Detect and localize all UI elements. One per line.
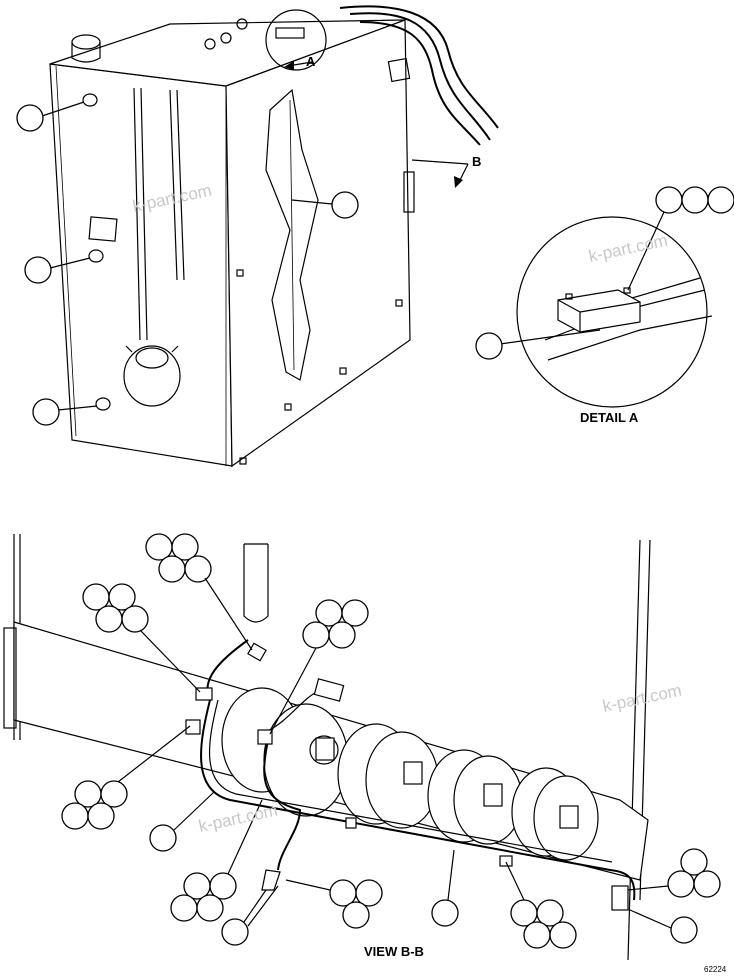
balloon-c2: [108, 583, 136, 611]
section-arrow-b: B: [411, 154, 481, 188]
sight-gauge: [265, 88, 319, 381]
port-upper: [82, 93, 98, 107]
balloon-group-detail-2: [681, 186, 709, 214]
balloon-k4: [549, 921, 577, 949]
balloon-j: [431, 899, 459, 927]
balloon-group-detail-3: [707, 186, 734, 214]
balloon-b3: [158, 555, 186, 583]
section-b-label: B: [472, 154, 481, 169]
balloon-b4: [184, 555, 212, 583]
balloon-i2: [355, 879, 383, 907]
balloon-sight-gauge: [331, 191, 359, 219]
sight-window: [88, 216, 118, 242]
balloon-l2: [667, 870, 695, 898]
detail-a-callout-circle: [265, 9, 327, 71]
balloon-l3: [693, 870, 721, 898]
detail-a-circle: [516, 216, 708, 408]
balloon-port-middle: [24, 256, 52, 284]
left-rail: [133, 87, 141, 341]
view-bb: VIEW B-B: [3, 533, 721, 961]
balloon-port-upper: [16, 104, 44, 132]
balloon-k3: [523, 921, 551, 949]
balloon-b2: [171, 533, 199, 561]
detail-a-label: DETAIL A: [580, 410, 639, 425]
filter-2: [337, 723, 439, 829]
callout-balloons-top: [16, 101, 359, 426]
balloon-g3: [170, 894, 198, 922]
detail-a: DETAIL A: [475, 186, 734, 425]
port-lower: [95, 397, 111, 411]
right-rail: [169, 89, 178, 281]
view-bb-label: VIEW B-B: [364, 944, 424, 959]
balloon-port-lower: [32, 398, 60, 426]
figure-number: 62224: [704, 965, 727, 974]
balloon-group-detail-1: [655, 186, 683, 214]
tube-lower: [200, 699, 636, 901]
watermark-3: k-part.com: [601, 681, 683, 716]
balloon-k2: [536, 899, 564, 927]
section-arrow-a: A: [284, 54, 316, 70]
watermark-4: k-part.com: [197, 801, 279, 836]
balloon-f: [149, 824, 177, 852]
balloon-l1: [680, 848, 708, 876]
section-a-label: A: [306, 54, 316, 69]
balloon-e4: [87, 802, 115, 830]
vertical-hose: [243, 544, 269, 623]
balloon-d4: [328, 621, 356, 649]
balloon-c4: [121, 605, 149, 633]
filler-cap: [71, 34, 101, 63]
watermark-2: k-part.com: [587, 231, 669, 266]
balloon-e3: [61, 802, 89, 830]
balloon-g2: [209, 872, 237, 900]
tank-assembly: [49, 5, 499, 468]
hose-bundle: [349, 12, 491, 141]
detail-a-block: [557, 289, 641, 333]
balloon-i3: [342, 901, 370, 929]
balloon-h: [221, 918, 249, 946]
filter-3: [427, 749, 523, 845]
balloon-g4: [196, 894, 224, 922]
balloon-m: [670, 916, 698, 944]
drain-cap: [123, 345, 181, 407]
balloon-d2: [341, 599, 369, 627]
port-middle: [88, 249, 104, 263]
tank-right-face: [225, 19, 411, 468]
balloon-detail-block: [475, 332, 503, 360]
filter-4: [511, 767, 599, 861]
balloon-e2: [100, 780, 128, 808]
tank-left-face: [49, 63, 233, 467]
balloon-d3: [302, 621, 330, 649]
balloon-c3: [95, 605, 123, 633]
